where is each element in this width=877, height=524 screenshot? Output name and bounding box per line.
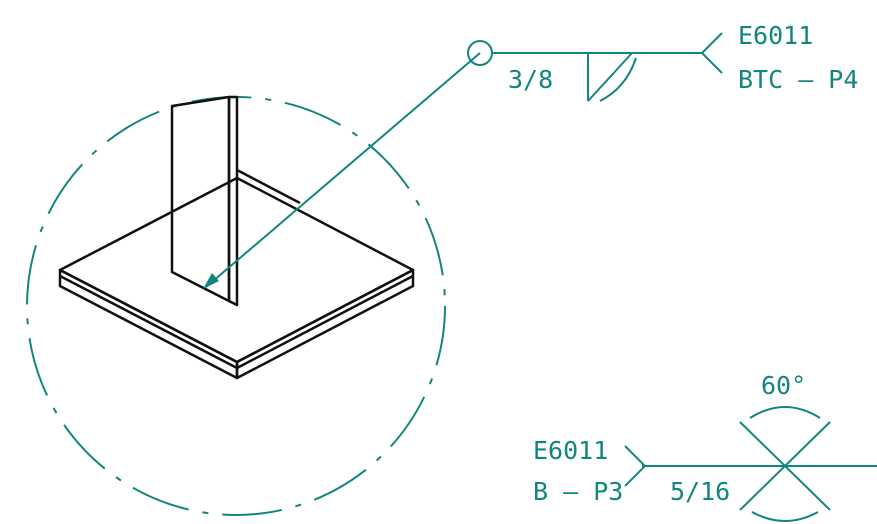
arrowhead xyxy=(203,273,219,289)
leader-arrow-line xyxy=(205,52,481,288)
weld-size-top: 3/8 xyxy=(508,65,553,94)
weld-symbol-bottom: 60° 5/16 E6011 B – P3 xyxy=(533,371,877,522)
weld-symbol-top: 3/8 E6011 BTC – P4 xyxy=(203,21,858,289)
electrode-bottom: E6011 xyxy=(533,436,608,465)
vertical-plate xyxy=(170,95,301,307)
fillet-weld-symbol xyxy=(587,52,637,102)
groove-angle: 60° xyxy=(761,371,806,400)
double-v-groove-symbol xyxy=(739,406,831,522)
process-bottom: B – P3 xyxy=(533,477,623,506)
electrode-top: E6011 xyxy=(738,21,813,50)
tail-top xyxy=(700,32,723,74)
weld-size-bottom: 5/16 xyxy=(670,477,730,506)
base-plate xyxy=(58,176,415,380)
tail-bottom xyxy=(624,445,647,487)
process-top: BTC – P4 xyxy=(738,65,858,94)
